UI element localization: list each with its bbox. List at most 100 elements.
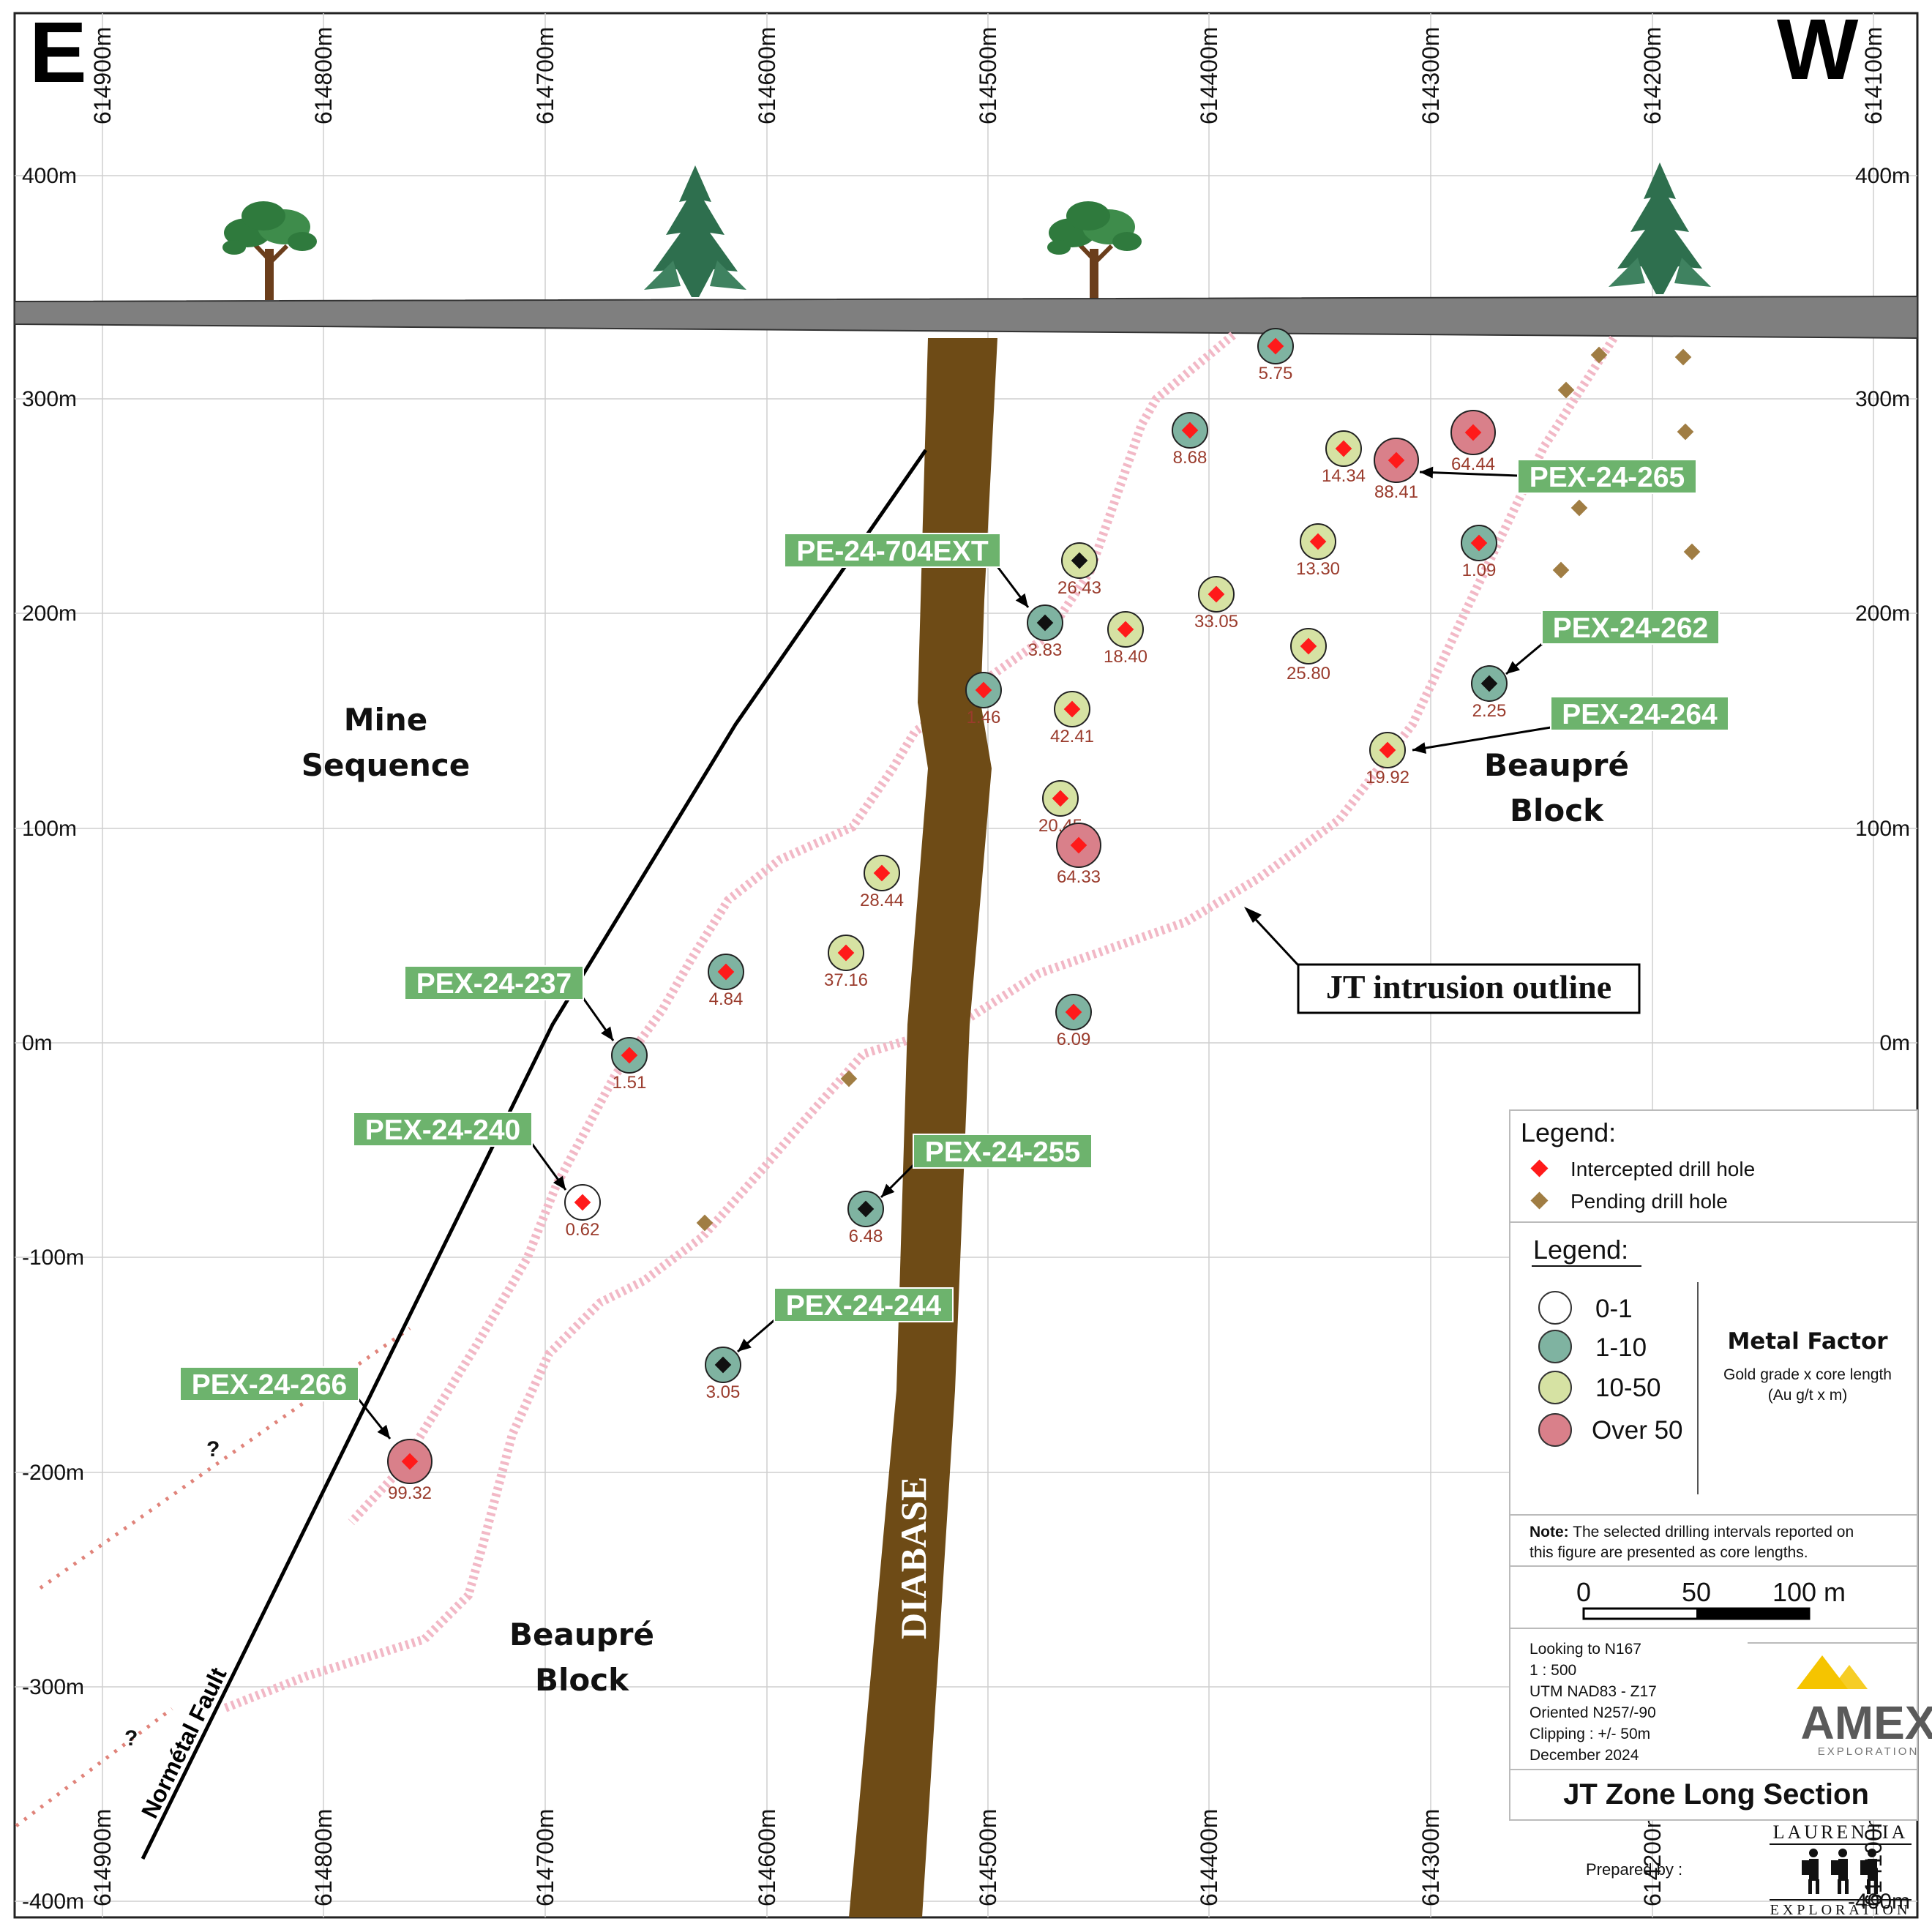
intrusion-label: JT intrusion outline (1326, 968, 1611, 1006)
arrowhead-icon (1420, 466, 1434, 479)
pending-drill-hole-marker (1557, 381, 1575, 399)
easting-label: 614100m (1860, 27, 1887, 124)
drill-hole-id: PEX-24-244 (786, 1290, 942, 1322)
laurentia-logo-top: LAURENTIA (1773, 1821, 1909, 1843)
metal-factor-value: 99.32 (388, 1483, 432, 1503)
amex-logo-sub: EXPLORATION (1818, 1745, 1920, 1758)
pending-drill-hole-marker (1590, 346, 1608, 364)
drill-hole-id-box[interactable] (179, 1366, 359, 1401)
metal-factor-value: 5.75 (1259, 364, 1293, 383)
metal-factor-value: 26.43 (1057, 578, 1101, 598)
intercept-marker (1065, 1003, 1082, 1021)
scale-label: 100 m (1772, 1577, 1846, 1607)
elevation-label: 300m (22, 387, 77, 411)
metal-factor-value: 1.46 (967, 708, 1001, 727)
intercepted-marker-icon (1530, 1159, 1549, 1177)
elevation-label: 200m (22, 602, 77, 626)
easting-label: 614700m (532, 1809, 558, 1906)
elevation-label: 300m (1855, 387, 1910, 411)
easting-label: 614600m (754, 1809, 780, 1906)
elevation-label: 400m (1855, 164, 1910, 188)
easting-label: 614300m (1418, 1809, 1444, 1906)
diabase-dyke (849, 338, 997, 1917)
scale-label: 0 (1576, 1577, 1591, 1607)
metal-factor-value: 19.92 (1366, 768, 1409, 787)
easting-label: 614800m (310, 1809, 337, 1906)
laurentia-logo-bottom: EXPLORATION (1770, 1902, 1912, 1918)
east-direction-label: E (29, 4, 87, 101)
drill-hole-id-box[interactable] (404, 965, 584, 1000)
metal-factor-value: 1.09 (1462, 561, 1497, 580)
pending-drill-hole-marker (1570, 499, 1588, 517)
elevation-label: 100m (1855, 817, 1910, 841)
metal-factor-value: 28.44 (860, 891, 904, 910)
metal-factor-value: 13.30 (1296, 559, 1340, 579)
intercept-marker (1309, 533, 1327, 550)
drill-hole-id-box[interactable] (784, 533, 1001, 568)
drill-hole-id-box[interactable] (1550, 696, 1729, 731)
arrowhead-icon (738, 1338, 752, 1352)
metal-factor-value: 0.62 (566, 1220, 600, 1240)
scale-bar-fill (1696, 1609, 1809, 1619)
pending-drill-hole-marker (840, 1070, 858, 1087)
map-frame (13, 12, 1919, 1919)
drill-hole-id-box[interactable] (913, 1134, 1093, 1169)
prepared-by: Prepared by : (1586, 1860, 1682, 1879)
intercept-marker (837, 944, 855, 962)
drill-hole-id: PEX-24-255 (925, 1137, 1080, 1168)
intercept-marker (1267, 337, 1284, 355)
easting-label: 614200m (1639, 27, 1666, 124)
intercept-marker (1464, 424, 1482, 441)
class-10-50-swatch (1538, 1371, 1572, 1404)
pending-drill-hole-marker (1677, 423, 1694, 441)
intercept-marker (1208, 585, 1225, 603)
beaupre-block-label: Beaupré (1484, 747, 1629, 783)
easting-label: 614300m (1418, 27, 1444, 124)
legend-class: 10-50 (1595, 1374, 1661, 1402)
easting-label: 614600m (754, 27, 780, 124)
intercept-marker (1480, 675, 1498, 692)
intercept-marker (621, 1046, 638, 1064)
laurentia-logo: LAURENTIA EXPLORATION (1770, 1821, 1912, 1918)
drill-hole-id-box[interactable] (1517, 459, 1697, 494)
pending-drill-holes (696, 346, 1701, 1232)
drill-hole-id: PEX-24-262 (1553, 613, 1708, 644)
metal-factor-desc: (Au g/t x m) (1768, 1387, 1848, 1404)
question-mark: ? (206, 1437, 220, 1461)
intercept-marker (1063, 700, 1081, 718)
metal-factor-value: 42.41 (1050, 727, 1094, 746)
drill-hole-id-box[interactable] (353, 1112, 533, 1147)
info-line: Clipping : +/- 50m (1530, 1726, 1650, 1742)
intercept-marker (857, 1200, 875, 1218)
metal-factor-value: 88.41 (1374, 482, 1418, 502)
elevation-label: 400m (22, 164, 77, 188)
intercept-marker (975, 681, 992, 699)
metal-factor-value: 6.09 (1057, 1030, 1091, 1049)
intercept-marker (1117, 621, 1134, 638)
easting-label: 614400m (1196, 27, 1222, 124)
elevation-label: -300m (22, 1675, 84, 1699)
diabase-label: DIABASE (893, 1477, 934, 1639)
drill-hole-id-box[interactable] (1541, 610, 1720, 645)
beaupre-block-label: Block (535, 1662, 629, 1698)
elevation-label: -400m (22, 1890, 84, 1914)
ground-surface (14, 295, 1918, 340)
elevation-label: 0m (22, 1031, 53, 1055)
elevation-label: -200m (22, 1461, 84, 1485)
metal-factor-value: 64.33 (1057, 867, 1101, 887)
intercept-marker (574, 1194, 591, 1211)
arrowhead-icon (601, 1026, 613, 1041)
metal-factor-value: 25.80 (1287, 664, 1330, 684)
legend-title: Legend: (1521, 1117, 1616, 1147)
dotted-fault-line (39, 1326, 411, 1590)
drill-hole-id-box[interactable] (774, 1287, 954, 1322)
info-line: 1 : 500 (1530, 1662, 1576, 1679)
pending-drill-hole-marker (1683, 543, 1701, 561)
intrusion-arrowhead (1244, 907, 1262, 923)
metal-factor-value: 64.44 (1451, 454, 1495, 474)
arrowhead-icon (553, 1175, 566, 1190)
drill-hole-id: PEX-24-264 (1562, 699, 1718, 730)
mine-sequence-label: Sequence (302, 747, 470, 783)
info-line: Oriented N257/-90 (1530, 1704, 1656, 1721)
